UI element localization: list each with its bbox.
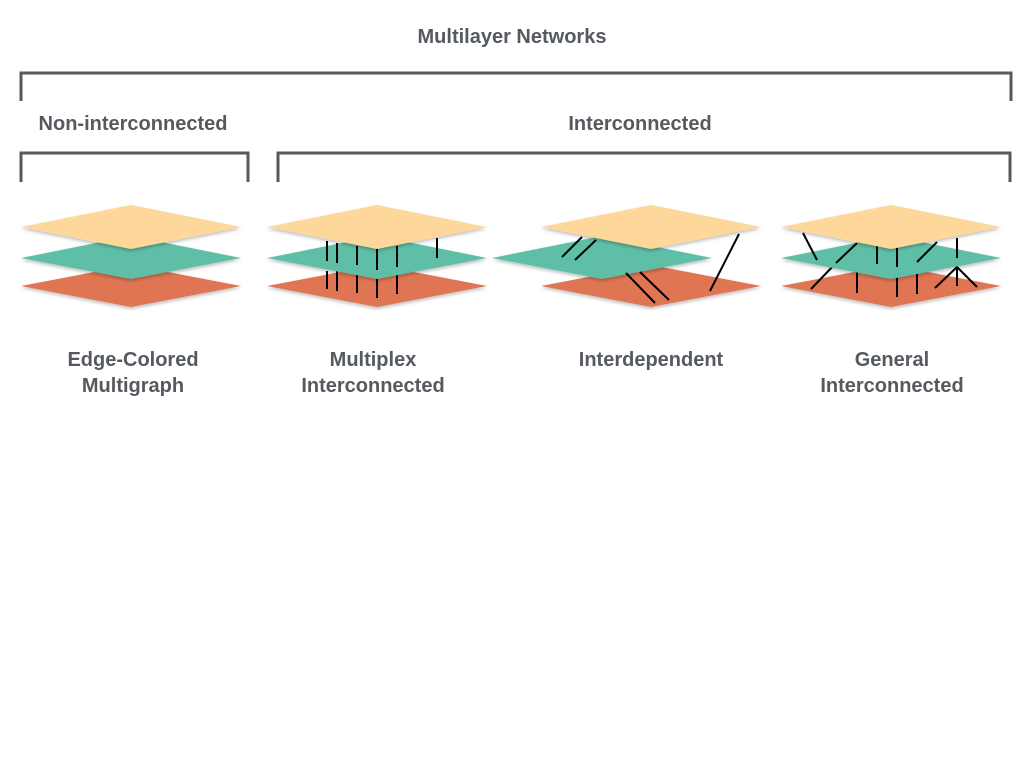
caption-line-1: Edge-Colored: [67, 349, 199, 371]
top-layer: [781, 205, 1001, 249]
middle-layer: [492, 236, 712, 279]
panel-interdependent: [492, 205, 761, 307]
top-layer: [267, 205, 487, 249]
brackets: [19, 71, 1013, 182]
middle-layer: [21, 236, 241, 279]
caption-line-2: Interconnected: [301, 375, 445, 397]
panel-edge-colored-multigraph: [21, 205, 241, 307]
caption-edge-colored-multigraph: Edge-Colored Multigraph: [23, 347, 243, 399]
caption-line-2: Multigraph: [81, 375, 185, 397]
bracket-interconnected: [276, 151, 1012, 182]
inter-layer-links-upper: [802, 232, 958, 267]
diagram-title: Multilayer Networks: [417, 26, 607, 48]
caption-line-1: Multiplex: [329, 349, 417, 371]
non-interconnected-label: Non-interconnected: [38, 113, 228, 135]
interconnected-label: Interconnected: [568, 113, 712, 135]
panel-multiplex-interconnected: [267, 205, 487, 307]
caption-line-1: General: [854, 349, 930, 371]
caption-interdependent: Interdependent: [541, 347, 761, 373]
caption-line-1: Interdependent: [578, 349, 724, 371]
bracket-non-interconnected: [19, 151, 250, 182]
inter-layer-links: [561, 233, 740, 304]
middle-layer: [781, 236, 1001, 279]
top-layer: [21, 205, 241, 249]
caption-line-2: Interconnected: [820, 375, 964, 397]
caption-multiplex-interconnected: Multiplex Interconnected: [263, 347, 483, 399]
bottom-layer: [21, 265, 241, 307]
panel-general-interconnected: [781, 205, 1001, 307]
bottom-layer: [781, 265, 1001, 307]
inter-layer-links-upper: [326, 238, 438, 270]
top-layer: [541, 205, 761, 249]
bracket-multilayer: [19, 71, 1013, 101]
caption-general-interconnected: General Interconnected: [782, 347, 1002, 399]
